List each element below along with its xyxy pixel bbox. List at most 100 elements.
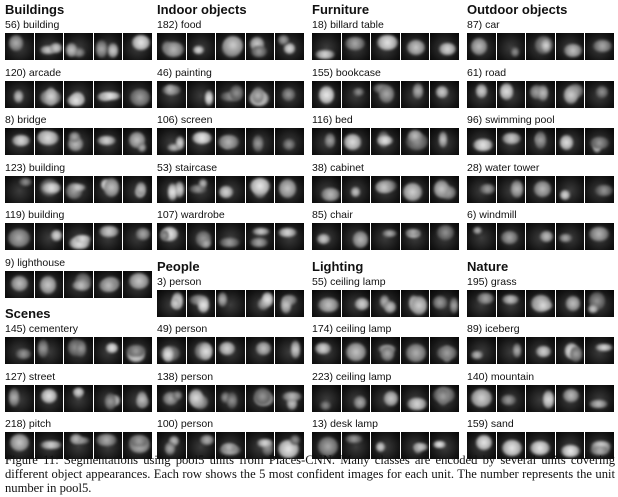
segment-highlight [404, 228, 422, 236]
segment-highlight [279, 179, 297, 198]
unit-label: 100) person [157, 418, 214, 430]
segmentation-thumbnail [245, 128, 275, 155]
segment-highlight [45, 87, 56, 106]
segment-highlight [281, 391, 302, 401]
segment-highlight [559, 233, 572, 243]
segmentation-thumbnail [585, 384, 614, 412]
unit-label: 155) bookcase [312, 66, 381, 79]
unit-image-strip [312, 33, 459, 60]
segment-highlight [325, 132, 336, 149]
segment-highlight [290, 435, 301, 446]
segment-highlight [535, 345, 552, 358]
segmentation-thumbnail [467, 223, 496, 250]
segmentation-thumbnail [312, 175, 341, 203]
unit-image-strip [467, 384, 614, 412]
segment-highlight [354, 297, 370, 310]
segmentation-thumbnail [245, 80, 275, 108]
segment-highlight [49, 42, 63, 54]
segment-highlight [480, 183, 495, 194]
segment-highlight [560, 445, 581, 457]
segmentation-thumbnail [5, 175, 34, 203]
segment-highlight [96, 434, 118, 446]
segmentation-thumbnail [371, 432, 400, 459]
segment-highlight [559, 135, 573, 150]
unit-label: 56) building [5, 19, 60, 31]
segment-highlight [318, 437, 338, 457]
segment-highlight [402, 182, 423, 201]
segment-highlight [39, 275, 57, 294]
segment-highlight [251, 45, 267, 58]
segment-highlight [589, 227, 609, 241]
segment-highlight [315, 50, 336, 59]
segment-highlight [405, 343, 427, 362]
segment-highlight [595, 344, 613, 352]
segment-highlight [286, 397, 298, 411]
segmentation-thumbnail [245, 432, 275, 459]
segment-highlight [219, 237, 240, 248]
segmentation-thumbnail [467, 337, 496, 364]
unit-image-strip [312, 432, 459, 459]
segmentation-thumbnail [496, 432, 526, 459]
unit-label: 61) road [467, 66, 507, 79]
segment-highlight [221, 392, 231, 403]
unit-image-strip [312, 289, 459, 317]
segmentation-thumbnail [555, 223, 585, 250]
segmentation-thumbnail [312, 33, 341, 60]
segment-highlight [96, 39, 107, 59]
segmentation-thumbnail [371, 384, 400, 412]
segmentation-thumbnail [64, 337, 93, 364]
segment-highlight [175, 181, 185, 198]
segment-highlight [315, 342, 332, 355]
unit-image-strip [312, 384, 459, 412]
segmentation-thumbnail [123, 223, 152, 250]
segmentation-thumbnail [64, 270, 93, 298]
segment-highlight [166, 85, 175, 94]
segment-highlight [412, 83, 423, 100]
segmentation-thumbnail [312, 432, 341, 459]
segmentation-thumbnail [123, 432, 152, 459]
segment-highlight [511, 179, 523, 199]
segment-highlight [594, 184, 613, 196]
segmentation-thumbnail [93, 384, 123, 412]
segment-highlight [345, 342, 367, 362]
category-header: Scenes [5, 306, 51, 321]
segment-highlight [316, 233, 331, 245]
segment-highlight [435, 86, 449, 98]
unit-label: 182) food [157, 19, 202, 31]
segmentation-thumbnail [34, 33, 64, 60]
segmentation-thumbnail [34, 128, 64, 155]
segment-highlight [261, 292, 274, 307]
segment-highlight [565, 296, 581, 311]
segmentation-thumbnail [496, 80, 526, 108]
segment-highlight [437, 387, 449, 407]
segmentation-thumbnail [371, 33, 400, 60]
unit-label: 127) street [5, 370, 56, 383]
segmentation-thumbnail [526, 337, 555, 364]
segmentation-thumbnail [467, 289, 496, 317]
segmentation-thumbnail [496, 33, 526, 60]
segmentation-thumbnail [245, 289, 275, 317]
segment-highlight [73, 47, 86, 57]
segmentation-thumbnail [430, 80, 459, 108]
segment-highlight [105, 343, 118, 353]
segmentation-thumbnail [341, 128, 371, 155]
segment-highlight [593, 40, 613, 53]
segment-highlight [252, 86, 265, 104]
unit-image-strip [467, 432, 614, 459]
segment-highlight [282, 139, 295, 150]
segmentation-thumbnail [5, 337, 34, 364]
segmentation-thumbnail [400, 175, 430, 203]
segment-highlight [352, 87, 365, 96]
unit-image-strip [467, 33, 614, 60]
segmentation-thumbnail [400, 223, 430, 250]
segment-highlight [354, 395, 367, 410]
segment-highlight [162, 41, 185, 58]
segmentation-thumbnail [526, 80, 555, 108]
segmentation-thumbnail [157, 384, 186, 412]
segment-highlight [499, 82, 514, 100]
unit-label: 89) iceberg [467, 323, 520, 335]
unit-label: 8) bridge [5, 114, 47, 126]
segment-highlight [352, 231, 368, 248]
segment-highlight [320, 400, 331, 410]
segment-highlight [473, 139, 494, 152]
